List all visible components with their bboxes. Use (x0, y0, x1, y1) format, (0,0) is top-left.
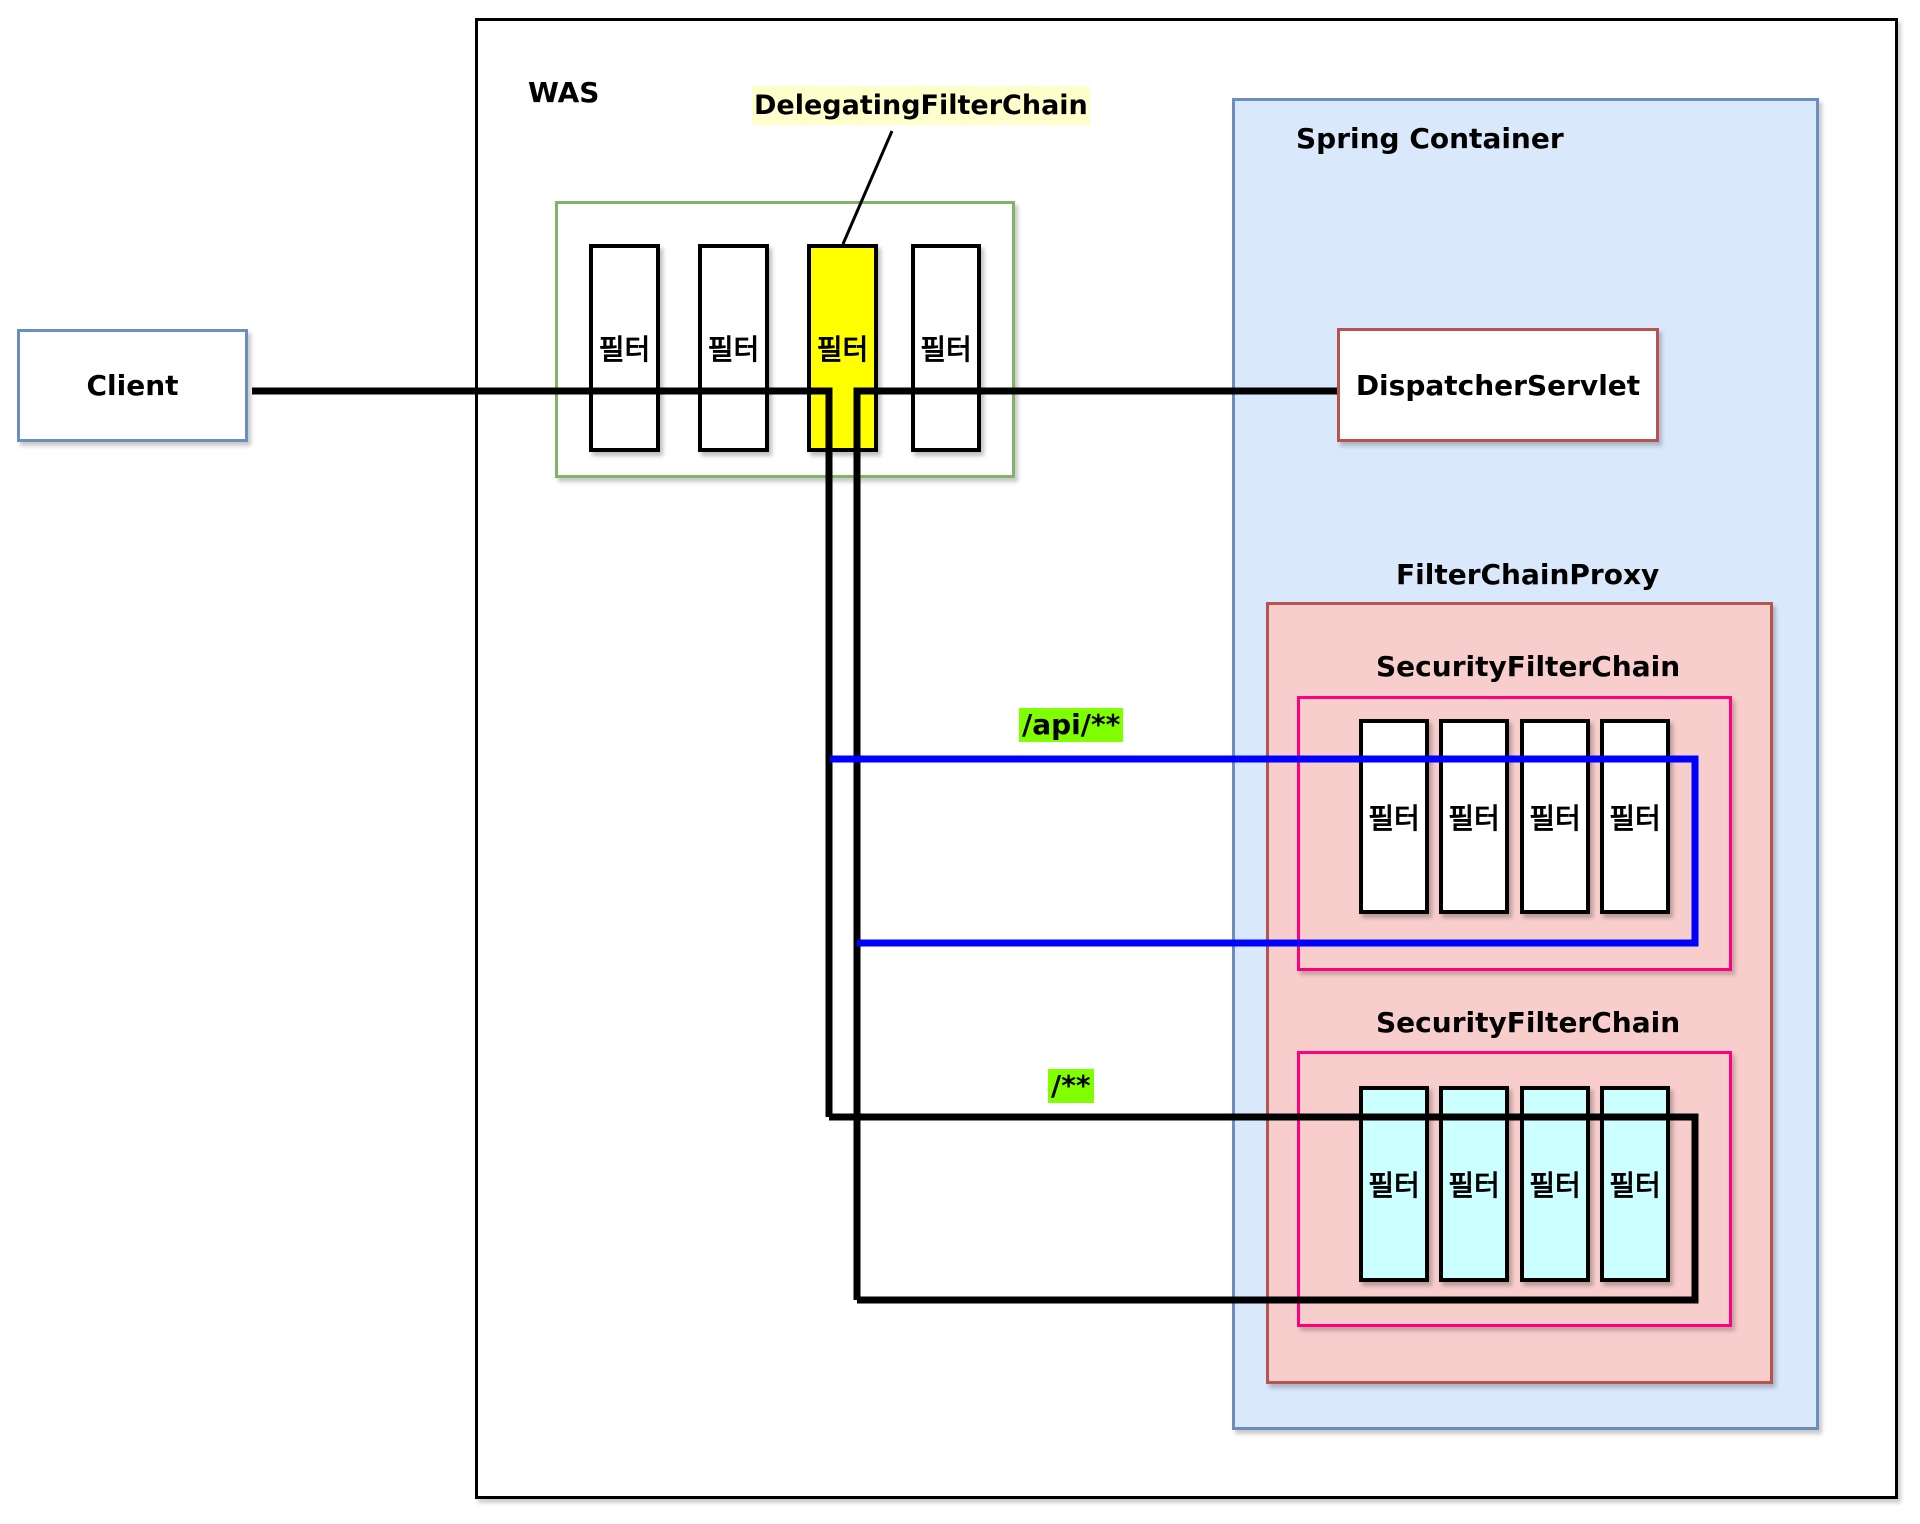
security-chain-1-filter: 필터 (1520, 719, 1590, 914)
was-filter: 필터 (698, 244, 769, 452)
security-chain-1-filter: 필터 (1600, 719, 1670, 914)
security-chain-2-filter: 필터 (1359, 1086, 1429, 1282)
api-path-pattern-label: /api/** (1019, 708, 1124, 742)
filter-chain-proxy-label: FilterChainProxy (1396, 558, 1660, 591)
was-filter: 필터 (589, 244, 660, 452)
was-filter: 필터 (911, 244, 981, 452)
client-label: Client (86, 369, 179, 402)
spring-container-label: Spring Container (1296, 122, 1564, 155)
security-chain-1-filter: 필터 (1359, 719, 1429, 914)
delegating-filter: 필터 (807, 244, 878, 452)
root-path-pattern-label: /** (1048, 1069, 1094, 1103)
dispatcher-servlet-box: DispatcherServlet (1337, 328, 1659, 442)
client-box: Client (17, 329, 248, 442)
dispatcher-servlet-label: DispatcherServlet (1355, 368, 1641, 402)
security-chain-2-filter: 필터 (1439, 1086, 1509, 1282)
security-chain-2-filter: 필터 (1520, 1086, 1590, 1282)
delegating-filter-chain-label: DelegatingFilterChain (752, 86, 1090, 125)
was-label: WAS (528, 76, 600, 109)
security-chain-1-filter: 필터 (1439, 719, 1509, 914)
security-chain-2-filter: 필터 (1600, 1086, 1670, 1282)
security-filter-chain-2-label: SecurityFilterChain (1376, 1006, 1681, 1039)
security-filter-chain-1-label: SecurityFilterChain (1376, 650, 1681, 683)
